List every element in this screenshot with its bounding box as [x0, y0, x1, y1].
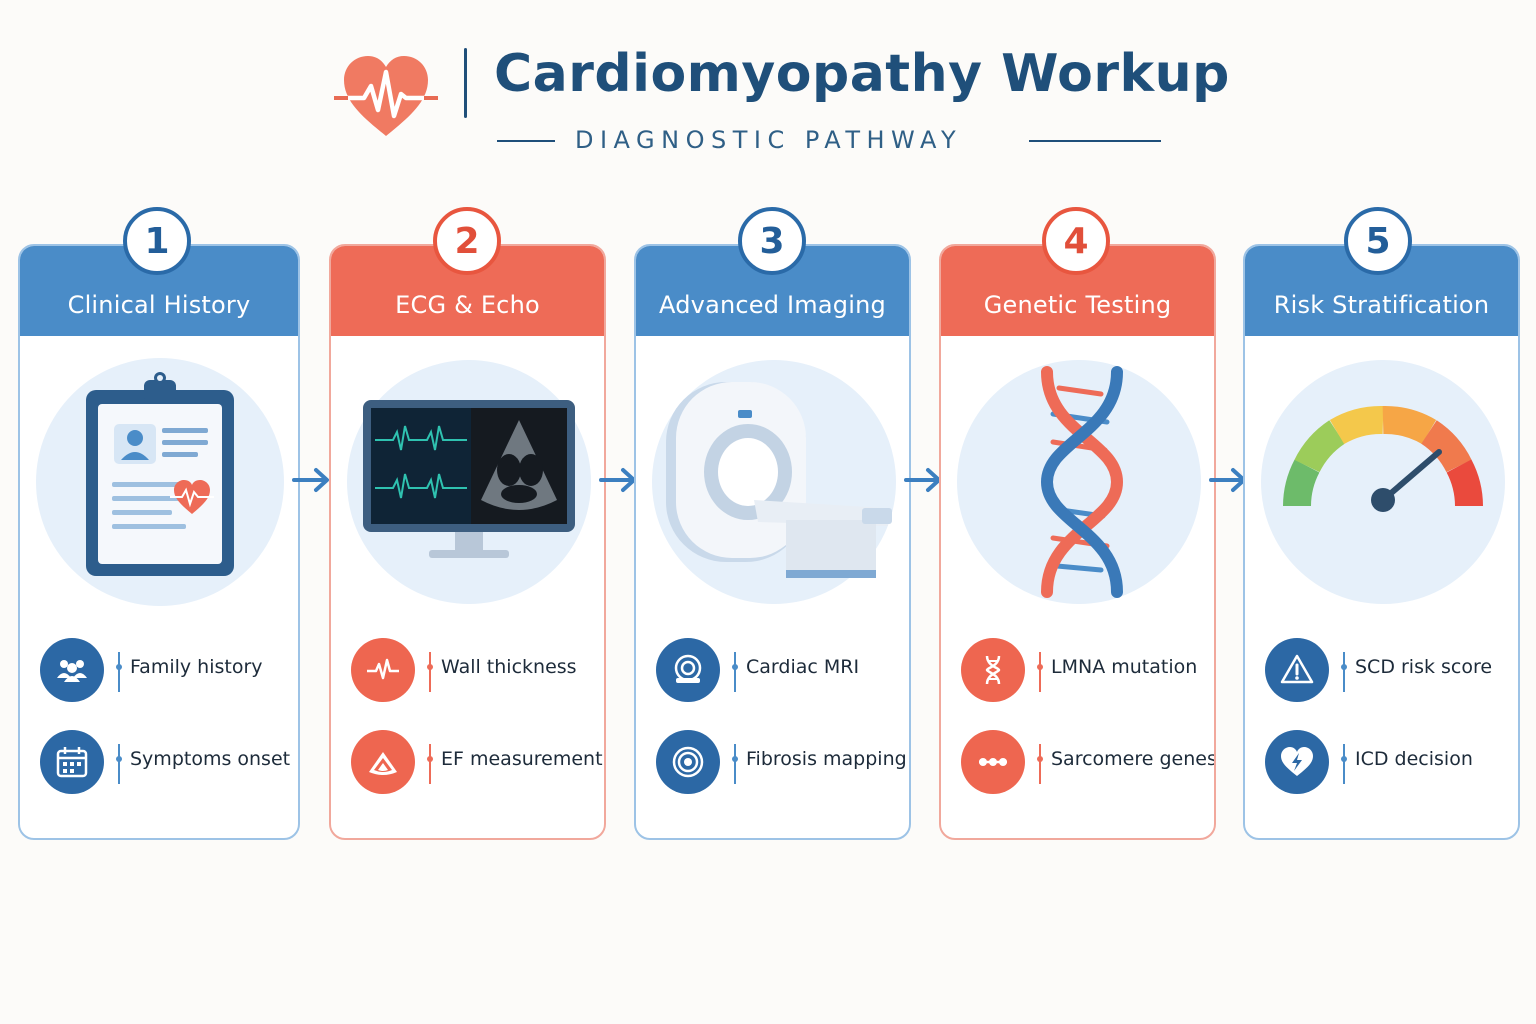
page-title: Cardiomyopathy Workup [494, 44, 1230, 104]
title-divider [464, 48, 467, 118]
item-label: SCD risk score [1355, 656, 1493, 678]
item-divider [1037, 652, 1043, 692]
step-title: Genetic Testing [983, 291, 1172, 319]
arrow-right-icon [599, 468, 636, 492]
subtitle-row: DIAGNOSTIC PATHWAY [497, 124, 1161, 158]
step-card-clinical-history: Clinical History Family hi [18, 244, 300, 840]
item-divider [427, 744, 433, 784]
item-label: EF measurement [441, 748, 603, 770]
list-item: Wall thickness [331, 638, 604, 708]
item-label: LMNA mutation [1051, 656, 1198, 678]
gene-chain-icon [961, 730, 1025, 794]
step-card-advanced-imaging: Advanced Imaging Cardiac MRI Fibrosis ma… [634, 244, 911, 840]
item-label: Cardiac MRI [746, 656, 860, 678]
monitor-icon [331, 342, 604, 612]
item-divider [1341, 744, 1347, 784]
list-item: ICD decision [1245, 730, 1518, 800]
step-number-badge: 3 [738, 207, 806, 275]
list-item: Sarcomere genes [941, 730, 1214, 800]
step-title: Advanced Imaging [659, 291, 886, 319]
item-divider [732, 744, 738, 784]
item-divider [116, 744, 122, 784]
step-number-badge: 5 [1344, 207, 1412, 275]
step-header: Advanced Imaging [636, 246, 909, 336]
dna-helix-icon [941, 342, 1214, 612]
mri-icon [656, 638, 720, 702]
step-card-genetic-testing: Genetic Testing LMNA mutation S [939, 244, 1216, 840]
target-icon [656, 730, 720, 794]
dna-icon [961, 638, 1025, 702]
list-item: Symptoms onset [20, 730, 298, 800]
item-label: Wall thickness [441, 656, 577, 678]
arrow-right-icon [292, 468, 329, 492]
ecg-wave-icon [351, 638, 415, 702]
calendar-icon [40, 730, 104, 794]
step-title: Clinical History [67, 291, 251, 319]
step-number-badge: 2 [433, 207, 501, 275]
list-item: EF measurement [331, 730, 604, 800]
header: Cardiomyopathy Workup DIAGNOSTIC PATHWAY [0, 0, 1536, 180]
list-item: LMNA mutation [941, 638, 1214, 708]
step-card-risk-stratification: Risk Stratification SCD risk score [1243, 244, 1520, 840]
ultrasound-icon [351, 730, 415, 794]
subtitle-rule-right [1029, 140, 1161, 142]
item-divider [1341, 652, 1347, 692]
arrow-right-icon [904, 468, 941, 492]
item-label: ICD decision [1355, 748, 1473, 770]
step-number-badge: 1 [123, 207, 191, 275]
warning-icon [1265, 638, 1329, 702]
item-label: Symptoms onset [130, 748, 291, 770]
subtitle-rule-left [497, 140, 555, 142]
step-header: Risk Stratification [1245, 246, 1518, 336]
list-item: Cardiac MRI [636, 638, 909, 708]
risk-gauge-icon [1245, 342, 1518, 612]
item-label: Fibrosis mapping [746, 748, 907, 770]
step-title: ECG & Echo [395, 291, 540, 319]
step-title: Risk Stratification [1273, 291, 1490, 319]
item-divider [116, 652, 122, 692]
item-divider [427, 652, 433, 692]
item-label: Sarcomere genes [1051, 748, 1216, 770]
clipboard-icon [20, 342, 298, 612]
item-divider [732, 652, 738, 692]
list-item: Fibrosis mapping [636, 730, 909, 800]
list-item: Family history [20, 638, 298, 708]
heart-pulse-icon [334, 56, 438, 136]
item-label: Family history [130, 656, 263, 678]
step-number-badge: 4 [1042, 207, 1110, 275]
family-icon [40, 638, 104, 702]
item-divider [1037, 744, 1043, 784]
page-subtitle: DIAGNOSTIC PATHWAY [575, 126, 963, 154]
heart-shock-icon [1265, 730, 1329, 794]
step-card-ecg-echo: ECG & Echo Wall thickness EF measure [329, 244, 606, 840]
list-item: SCD risk score [1245, 638, 1518, 708]
mri-scanner-icon [636, 342, 909, 612]
